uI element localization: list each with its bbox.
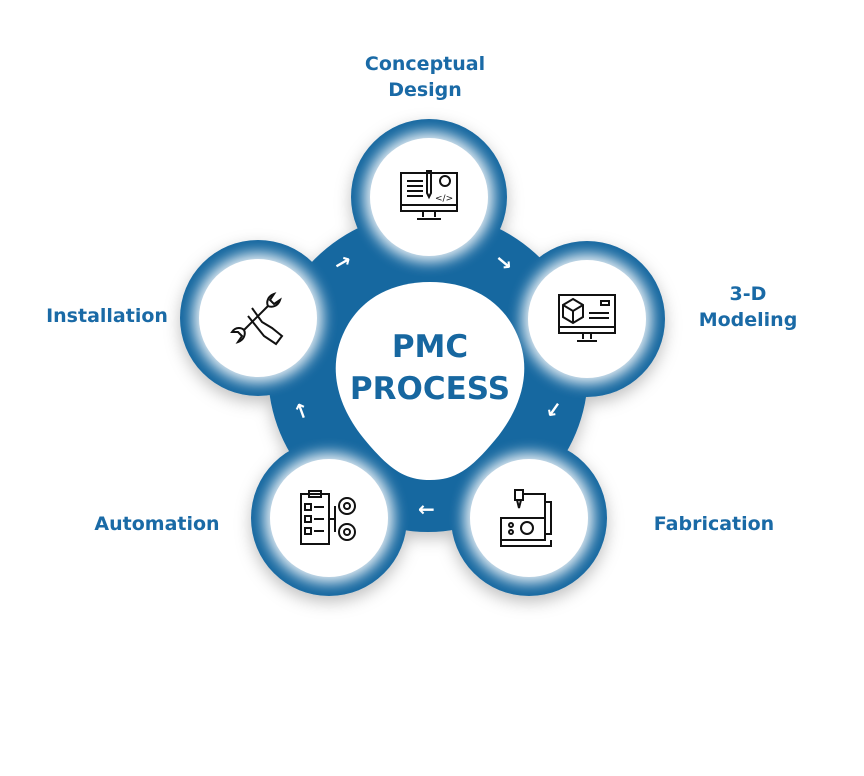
cnc-machine-icon <box>500 489 552 547</box>
label-installation: Installation <box>46 305 168 327</box>
checklist-gears-icon <box>300 490 356 545</box>
label-automation: Automation <box>94 513 220 535</box>
center-hub <box>335 282 525 480</box>
step-installation <box>199 259 317 377</box>
label-line: Design <box>388 79 462 101</box>
step-automation <box>270 459 388 577</box>
center-title-line1: PMC <box>391 329 469 365</box>
monitor-design-code-icon: </> <box>400 170 458 220</box>
monitor-3d-cube-icon <box>558 294 616 342</box>
label-line: Conceptual <box>364 53 486 75</box>
arrow-fabrication-to-automation: ← <box>418 497 435 521</box>
label-line: Modeling <box>698 309 798 331</box>
label-line: 3-D <box>729 283 767 305</box>
label-3d-modeling: 3-D Modeling <box>699 281 798 333</box>
step-conceptual-design: </> <box>370 138 488 256</box>
hand-wrench-icon <box>230 292 284 346</box>
center-title-line2: PROCESS <box>349 371 511 407</box>
svg-text:</>: </> <box>435 194 453 204</box>
label-conceptual-design: Conceptual Design <box>365 51 485 103</box>
label-fabrication: Fabrication <box>653 513 775 535</box>
center-title: PMC PROCESS <box>350 326 510 410</box>
step-3d-modeling <box>528 260 646 378</box>
step-fabrication <box>470 459 588 577</box>
